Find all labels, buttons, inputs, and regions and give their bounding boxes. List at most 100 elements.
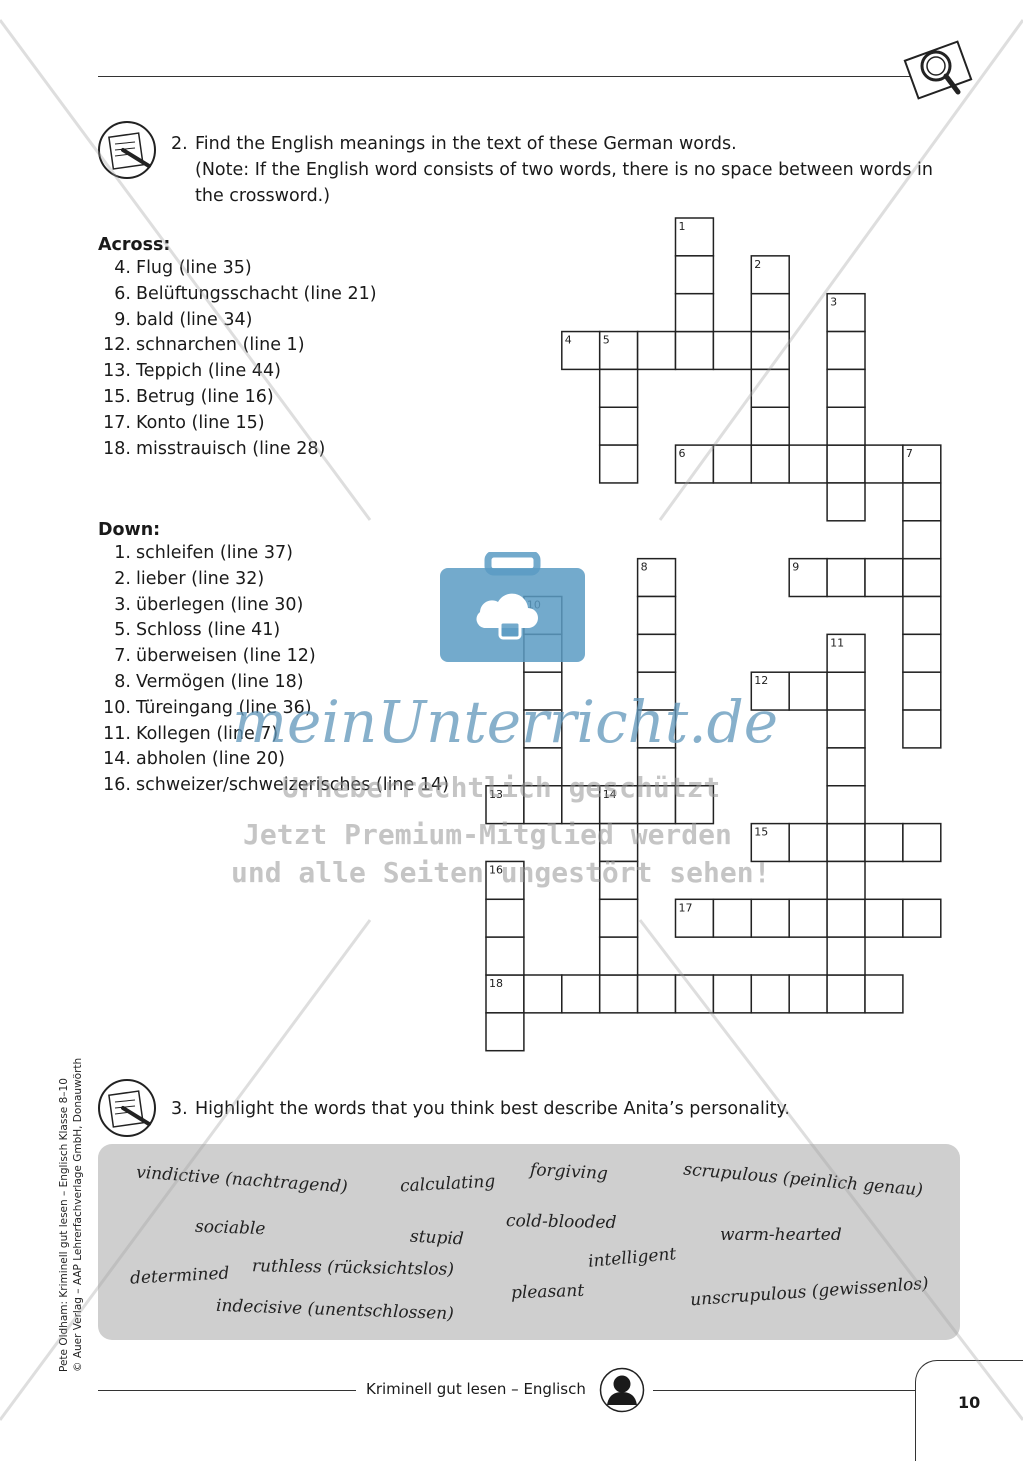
crossword-cell[interactable]	[485, 1012, 525, 1052]
crossword-cell[interactable]	[712, 444, 753, 484]
crossword-cell[interactable]	[826, 822, 866, 863]
crossword-cell[interactable]	[902, 482, 942, 522]
crossword-cell[interactable]	[674, 785, 715, 825]
crossword-cell[interactable]	[561, 785, 601, 825]
crossword-cell[interactable]	[636, 595, 677, 636]
crossword-cell[interactable]	[674, 444, 715, 484]
crossword-cell[interactable]	[598, 936, 639, 976]
crossword-cell[interactable]	[788, 822, 828, 863]
crossword-cell[interactable]	[788, 974, 828, 1014]
word-option[interactable]: intelligent	[587, 1244, 678, 1272]
crossword-cell[interactable]	[902, 671, 942, 711]
crossword-cell[interactable]	[750, 822, 790, 863]
crossword-cell[interactable]	[750, 671, 790, 711]
crossword-cell[interactable]	[864, 822, 904, 863]
crossword-cell[interactable]	[598, 406, 639, 446]
crossword-cell[interactable]	[750, 444, 790, 484]
crossword-cell[interactable]	[864, 898, 904, 938]
crossword-cell[interactable]	[712, 898, 753, 938]
crossword-cell[interactable]	[523, 709, 563, 749]
crossword-cell[interactable]	[902, 709, 942, 749]
crossword-cell[interactable]	[864, 444, 904, 484]
crossword-cell[interactable]	[826, 747, 866, 787]
crossword-cell[interactable]	[750, 406, 790, 446]
crossword-cell[interactable]	[750, 974, 790, 1014]
crossword-cell[interactable]	[902, 520, 942, 560]
word-option[interactable]: scrupulous (peinlich genau)	[682, 1159, 924, 1201]
crossword-cell[interactable]	[826, 482, 866, 522]
crossword-cell[interactable]	[712, 330, 753, 371]
word-option[interactable]: calculating	[399, 1171, 496, 1197]
crossword-cell[interactable]	[598, 822, 639, 863]
crossword-cell[interactable]	[485, 785, 525, 825]
crossword-cell[interactable]	[674, 974, 715, 1014]
crossword-cell[interactable]	[826, 860, 866, 901]
word-option[interactable]: ruthless (rücksichtslos)	[251, 1256, 455, 1280]
crossword-cell[interactable]	[598, 444, 639, 484]
crossword-cell[interactable]	[636, 709, 677, 749]
crossword-cell[interactable]	[788, 557, 828, 598]
crossword-cell[interactable]	[826, 292, 866, 333]
word-option[interactable]: indecisive (unentschlossen)	[215, 1295, 455, 1325]
word-option[interactable]: pleasant	[510, 1280, 585, 1304]
crossword-cell[interactable]	[561, 974, 601, 1014]
crossword-cell[interactable]	[523, 671, 563, 711]
crossword-cell[interactable]	[598, 974, 639, 1014]
crossword-cell[interactable]	[826, 330, 866, 371]
word-option[interactable]: warm-hearted	[720, 1225, 842, 1245]
word-option[interactable]: vindictive (nachtragend)	[135, 1162, 349, 1198]
crossword-cell[interactable]	[826, 898, 866, 938]
crossword-cell[interactable]	[636, 974, 677, 1014]
crossword-cell[interactable]	[636, 330, 677, 371]
crossword-cell[interactable]	[636, 633, 677, 673]
crossword-cell[interactable]	[826, 936, 866, 976]
crossword-cell[interactable]	[750, 255, 790, 295]
crossword-cell[interactable]	[523, 747, 563, 787]
crossword-cell[interactable]	[485, 860, 525, 901]
crossword-cell[interactable]	[674, 898, 715, 938]
word-option[interactable]: determined	[129, 1263, 230, 1289]
crossword-cell[interactable]	[674, 255, 715, 295]
crossword-cell[interactable]	[750, 292, 790, 333]
crossword-cell[interactable]	[826, 709, 866, 749]
crossword-cell[interactable]	[826, 974, 866, 1014]
crossword-cell[interactable]	[523, 633, 563, 673]
crossword-cell[interactable]	[598, 860, 639, 901]
crossword-cell[interactable]	[864, 974, 904, 1014]
crossword-cell[interactable]	[826, 406, 866, 446]
word-option[interactable]: forgiving	[529, 1159, 609, 1185]
crossword-cell[interactable]	[636, 785, 677, 825]
crossword-cell[interactable]	[902, 822, 942, 863]
crossword-cell[interactable]	[598, 898, 639, 938]
crossword-cell[interactable]	[826, 444, 866, 484]
crossword-cell[interactable]	[636, 671, 677, 711]
word-option[interactable]: stupid	[409, 1226, 465, 1250]
crossword-cell[interactable]	[636, 747, 677, 787]
crossword-cell[interactable]	[864, 557, 904, 598]
crossword-cell[interactable]	[902, 633, 942, 673]
crossword-cell[interactable]	[523, 974, 563, 1014]
crossword-cell[interactable]	[788, 444, 828, 484]
crossword-cell[interactable]	[674, 217, 715, 257]
crossword-cell[interactable]	[826, 671, 866, 711]
word-option[interactable]: unscrupulous (gewissenlos)	[689, 1273, 930, 1311]
crossword-cell[interactable]	[674, 330, 715, 371]
crossword-cell[interactable]	[902, 595, 942, 636]
crossword-cell[interactable]	[826, 633, 866, 673]
crossword-cell[interactable]	[826, 785, 866, 825]
crossword-cell[interactable]	[826, 368, 866, 408]
crossword-cell[interactable]	[826, 557, 866, 598]
crossword-cell[interactable]	[750, 330, 790, 371]
word-option[interactable]: cold-blooded	[505, 1211, 617, 1233]
crossword-cell[interactable]	[485, 898, 525, 938]
crossword-cell[interactable]	[485, 936, 525, 976]
crossword-cell[interactable]	[902, 898, 942, 938]
crossword-cell[interactable]	[902, 557, 942, 598]
crossword-cell[interactable]	[788, 898, 828, 938]
crossword-cell[interactable]	[750, 368, 790, 408]
word-option[interactable]: sociable	[194, 1216, 266, 1240]
crossword-cell[interactable]	[750, 898, 790, 938]
crossword-cell[interactable]	[523, 785, 563, 825]
crossword-cell[interactable]	[712, 974, 753, 1014]
crossword-cell[interactable]	[674, 292, 715, 333]
